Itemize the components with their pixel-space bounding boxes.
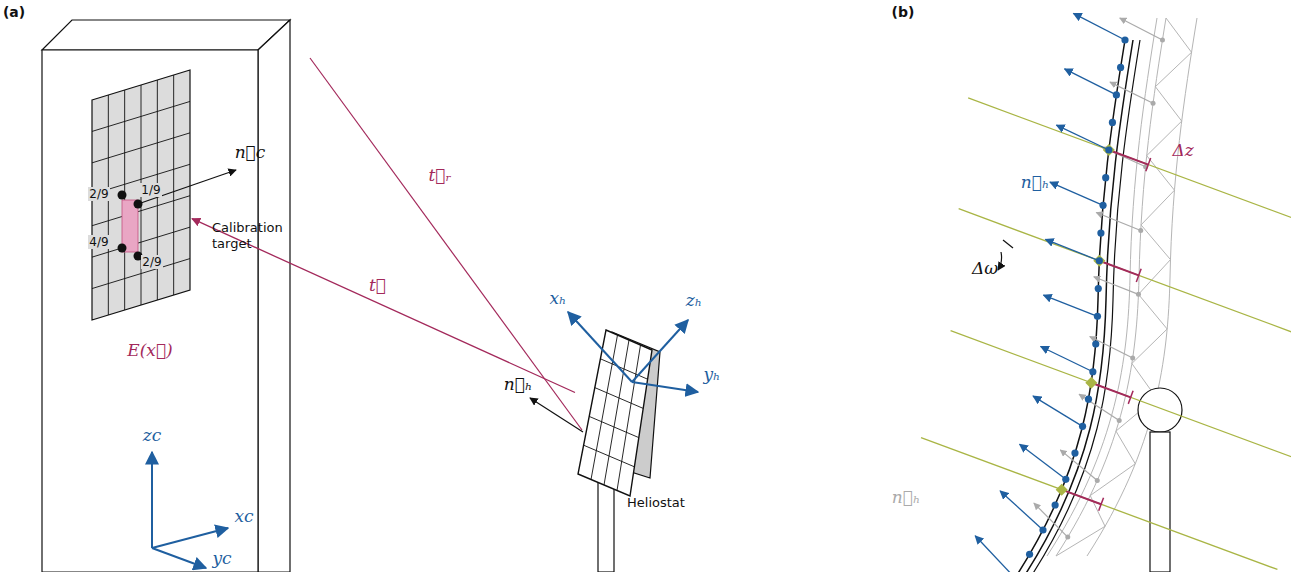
weight-fraction: 4/9 [88,235,109,249]
normal-arrow [138,170,236,204]
symbol-label: Δω [971,259,999,278]
symbol-label: yₕ [703,365,722,384]
ray-arrow [192,219,575,393]
weight-fraction: 2/9 [141,255,162,269]
heliostat-axes [568,312,698,392]
symbol-label: xc [233,507,254,526]
heliostat: Heliostat [575,325,663,500]
symbol-label: t⃗ᵣ [428,166,453,185]
symbol-label: xₕ [549,289,568,308]
tower [42,20,290,572]
node-label: Calibration target [212,220,292,253]
node-label: Heliostat [627,495,707,511]
symbol-label: zₕ [685,291,703,310]
symbol-label: zc [142,426,162,445]
symbol-label: yc [211,549,232,568]
reflected-ray [310,58,582,430]
panel-label: (a) [2,4,26,20]
weight-fraction: 1/9 [140,183,161,197]
symbol-label: n⃗ₕ [1020,173,1051,192]
weight-fraction: 2/9 [88,187,109,201]
normal-arrow [530,398,583,432]
symbol-label: n⃗ₕ [891,488,922,507]
edge-label: t⃗ [369,277,386,294]
corner-dots [118,191,143,261]
symbol-label: Δz [1171,141,1194,160]
symbol-label: n⃗c [234,143,267,162]
symbol-label: E(x⃗) [126,341,173,360]
surface-section [921,13,1291,572]
symbol-label: n⃗ₕ [503,375,534,394]
panel-label: (b) [891,4,916,20]
